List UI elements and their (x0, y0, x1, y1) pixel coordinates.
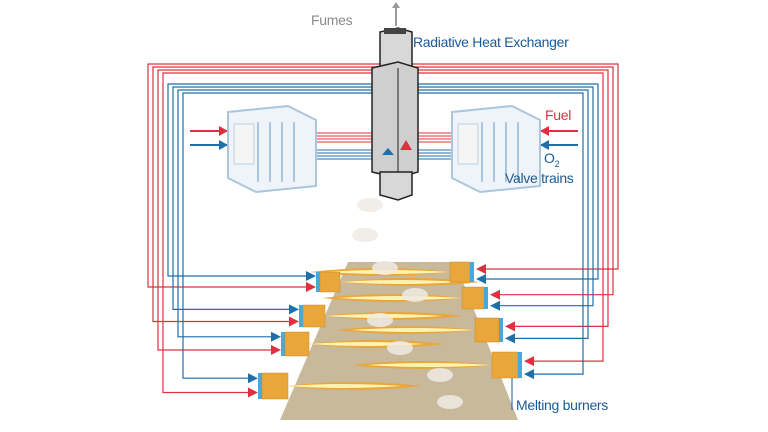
smoke-cloud (437, 395, 463, 409)
oxygen-arrow-icon (248, 373, 258, 384)
melting-burner (319, 271, 341, 293)
smoke-cloud (357, 198, 383, 212)
inlet-arrow-icon (540, 126, 549, 136)
fuel-pipe (405, 66, 614, 296)
fuel-arrow-icon (476, 264, 486, 274)
smoke-cloud (352, 228, 378, 242)
flame (340, 280, 460, 284)
oxygen-subscript: 2 (554, 158, 560, 169)
fuel-arrow-icon (271, 345, 281, 355)
exchanger-outlet (384, 28, 406, 34)
burner-plate (316, 272, 320, 292)
inlet-arrow-icon (540, 140, 549, 150)
valve-train-right (451, 104, 541, 194)
flame (288, 384, 402, 388)
fuel-arrow-icon (289, 316, 299, 327)
oxygen-pipe (182, 92, 385, 379)
oxygen-arrow-icon (524, 369, 534, 380)
fuel-label: Fuel (545, 107, 572, 123)
furnace (258, 198, 522, 420)
smoke-cloud (402, 288, 428, 302)
oxygen-arrow-icon (476, 274, 486, 284)
oxygen-pipe (172, 86, 385, 310)
oxygen-arrow-icon (505, 333, 515, 344)
melting-burner (474, 317, 500, 343)
burner-plate (518, 352, 522, 378)
fuel-arrow-icon (490, 289, 500, 300)
oxygen-arrow-icon (490, 300, 500, 311)
oxygen-pipe (405, 92, 584, 375)
valve-train-left (227, 104, 317, 194)
fuel-pipe (157, 69, 385, 351)
oxygen-arrow-icon (306, 271, 316, 281)
burner-plate (258, 373, 262, 399)
fuel-pipe (405, 72, 604, 362)
exchanger-bottom (379, 171, 413, 201)
valve-trains-label: Valve trains (505, 170, 574, 186)
oxygen-symbol: O (544, 150, 555, 166)
oxygen-arrow-icon (271, 331, 281, 342)
oxygen-pipe (405, 86, 594, 307)
flame (350, 328, 475, 332)
oxygen-arrow-icon (289, 304, 299, 315)
fuel-arrow-icon (248, 387, 258, 398)
fuel-arrow-icon (306, 282, 316, 292)
fuel-pipe (162, 72, 385, 394)
burner-plate (281, 332, 285, 356)
exchanger-body (371, 61, 419, 179)
melting-burners-label: Melting burners (516, 397, 608, 413)
melting-burner (461, 286, 485, 310)
smoke-cloud (367, 313, 393, 327)
burner-plate (484, 287, 488, 309)
burner-plate (470, 262, 474, 282)
valve-cabinet (233, 123, 255, 165)
smoke-cloud (372, 261, 398, 275)
fuel-pipe (147, 63, 385, 288)
oxygen-label: O2 (544, 150, 560, 169)
fuel-pipe (152, 66, 385, 323)
heat-exchanger-label: Radiative Heat Exchanger (413, 34, 569, 50)
oxygen-arrow-icon (382, 148, 394, 155)
melting-burner (491, 351, 519, 379)
fuel-pipe (405, 69, 609, 327)
oxygen-pipe (405, 89, 589, 339)
fuel-arrow-icon (524, 356, 534, 367)
oxygen-pipe (167, 83, 385, 277)
oxygen-pipe (405, 83, 599, 280)
flame (367, 363, 492, 367)
melting-burner (302, 304, 326, 328)
radiative-heat-exchanger (371, 2, 419, 201)
inlet-arrow-icon (219, 140, 228, 150)
inlet-arrow-icon (219, 126, 228, 136)
pipes (147, 63, 619, 398)
valve-trains (227, 104, 541, 194)
burner-plate (299, 305, 303, 327)
oxygen-pipe (177, 89, 385, 338)
melting-burner (284, 331, 310, 357)
fuel-arrow-icon (505, 321, 515, 332)
fumes-label: Fumes (311, 12, 353, 28)
smoke-cloud (387, 341, 413, 355)
burner-plate (499, 318, 503, 342)
valve-cabinet (457, 123, 479, 165)
fuel-pipe (405, 63, 619, 270)
fumes-arrow-icon (392, 2, 400, 8)
melting-burner (449, 261, 471, 283)
smoke-cloud (427, 368, 453, 382)
fuel-arrow-icon (400, 140, 412, 150)
melting-burner (261, 372, 289, 400)
flame (337, 296, 462, 300)
